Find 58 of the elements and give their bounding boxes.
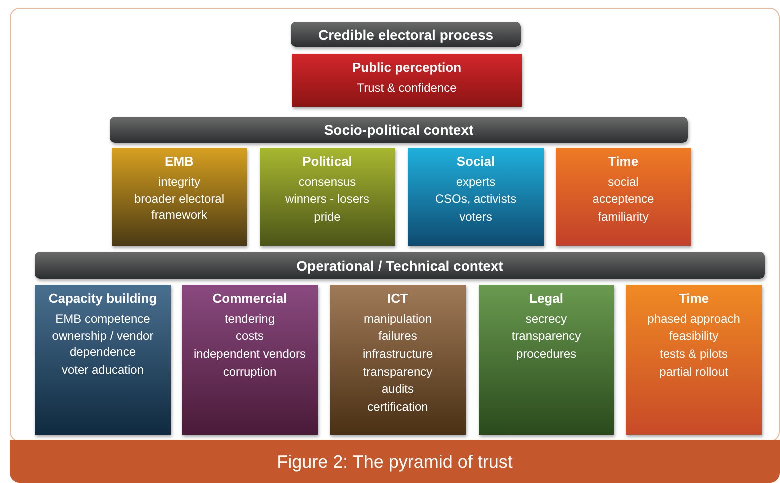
box-heading: Time: [678, 291, 710, 308]
box-item: tests & pilots: [660, 347, 728, 363]
category-box: [182, 285, 318, 435]
box-heading: EMB: [165, 154, 194, 171]
context-banner: [35, 252, 765, 279]
box-item: EMB competence: [56, 312, 150, 328]
box-item: familiarity: [598, 210, 649, 226]
box-item: secrecy: [526, 312, 568, 328]
box-item: consensus: [298, 174, 356, 190]
category-box: [626, 285, 762, 435]
box-item: feasibility: [669, 329, 719, 346]
box-item: infrastructure: [362, 347, 434, 363]
box-heading: Social: [456, 154, 496, 171]
box-item: certification: [368, 400, 428, 416]
box-item: integrity: [158, 174, 201, 190]
box-heading: Capacity building: [48, 291, 158, 308]
box-item: failures: [378, 329, 418, 346]
category-box: [330, 285, 466, 435]
box-item: costs: [236, 329, 264, 346]
box-item: acceptence: [592, 192, 654, 208]
banner-title: Socio-political context: [324, 122, 474, 138]
box-item: pride: [314, 210, 341, 226]
box-item: audits: [382, 382, 414, 398]
category-box: [292, 54, 522, 107]
box-item: CSOs, activists: [435, 192, 517, 208]
box-item: winners - losers: [285, 192, 370, 208]
banner-title: Credible electoral process: [318, 26, 494, 42]
category-box: [112, 148, 247, 246]
box-item: phased approach: [648, 312, 740, 328]
box-heading: Political: [302, 154, 352, 171]
category-box: [35, 285, 171, 435]
box-item: partial rollout: [660, 364, 728, 380]
figure-caption: Figure 2: The pyramid of trust: [276, 452, 514, 473]
box-item: transparency: [512, 329, 582, 346]
box-item: tendering: [224, 312, 276, 328]
box-heading: Public perception: [352, 60, 462, 77]
box-item: independent vendors: [194, 347, 306, 363]
category-box: [556, 148, 691, 246]
box-heading: ICT: [388, 291, 408, 308]
category-box: [408, 148, 544, 246]
context-banner: [110, 117, 688, 143]
box-heading: Time: [608, 154, 639, 171]
box-item: transparency: [363, 364, 433, 380]
box-item: experts: [456, 174, 496, 190]
box-item: broader electoral framework: [133, 192, 226, 224]
box-item: corruption: [223, 364, 277, 380]
box-item: manipulation: [364, 312, 432, 328]
box-item: voters: [460, 210, 492, 226]
banner-title: Operational / Technical context: [296, 258, 504, 274]
box-item: social: [608, 174, 639, 190]
box-heading: Legal: [530, 291, 564, 308]
category-box: [260, 148, 395, 246]
box-item: procedures: [516, 347, 577, 363]
box-item: Trust & confidence: [357, 80, 457, 96]
box-heading: Commercial: [212, 291, 288, 308]
context-banner: [291, 22, 521, 47]
box-item: voter aducation: [62, 362, 144, 378]
category-box: [479, 285, 614, 435]
